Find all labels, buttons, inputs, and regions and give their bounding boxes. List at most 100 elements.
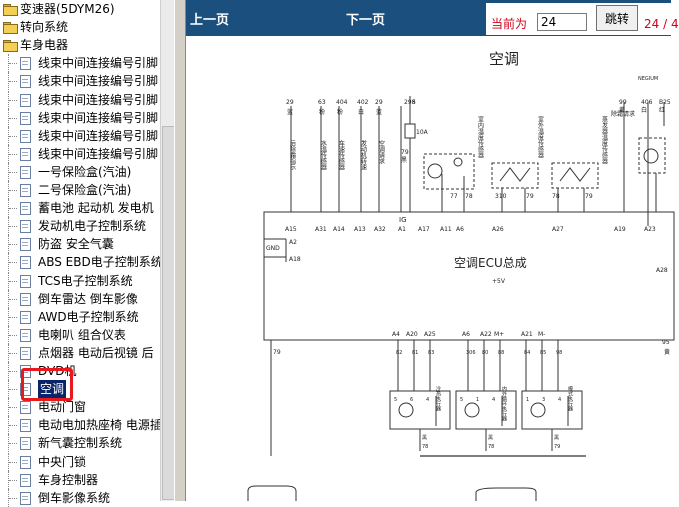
- actuator-pin: 5: [394, 397, 397, 403]
- document-icon: [20, 455, 31, 469]
- document-icon: [20, 346, 31, 360]
- tree-guide-line: [8, 72, 9, 91]
- tree-item[interactable]: 线束中间连接编号引脚: [0, 90, 170, 109]
- tree-item[interactable]: 线束中间连接编号引脚: [0, 126, 170, 145]
- wire-number: 98: [556, 350, 562, 356]
- tree-item[interactable]: 空调: [0, 380, 170, 399]
- pane-splitter[interactable]: [174, 0, 186, 501]
- wire-color: 黑: [488, 435, 493, 441]
- tree-guide-line: [9, 208, 17, 210]
- tree-guide-line: [8, 362, 9, 381]
- tree-guide-line: [8, 325, 9, 344]
- tree-guide-line: [8, 398, 9, 417]
- tree-item-label: 倒车雷达 倒车影像: [38, 291, 138, 306]
- wire-number: 404: [336, 99, 348, 106]
- ecu-pin: A6: [462, 331, 470, 338]
- tree-item-label: 车身电器: [20, 38, 69, 53]
- document-icon: [20, 147, 31, 161]
- tree-item[interactable]: 点烟器 电动后视镜 后: [0, 343, 170, 362]
- tree-folder[interactable]: 变速器(5DYM26): [0, 0, 170, 18]
- wire-number: 85: [540, 350, 546, 356]
- folder-icon: [3, 22, 18, 35]
- tree-item[interactable]: 线束中间连接编号引脚: [0, 72, 170, 91]
- tree-item[interactable]: 电动门窗: [0, 398, 170, 417]
- page-jump-box: 当前为 跳转 24 / 4: [486, 3, 679, 35]
- wire-number: 95: [662, 339, 670, 346]
- wire-color: 白: [641, 106, 647, 114]
- wire-number: 80: [482, 350, 488, 356]
- tree-item[interactable]: 倒车影像系统: [0, 488, 170, 507]
- right-top-label: NEGIUM: [638, 76, 658, 82]
- wire-number: 99: [619, 99, 627, 106]
- tree-item[interactable]: 防盗 安全气囊: [0, 235, 170, 254]
- tree-folder[interactable]: 车身电器: [0, 36, 170, 54]
- tree-item-label: 线束中间连接编号引脚: [38, 92, 159, 107]
- tree-guide-line: [9, 298, 17, 300]
- tree-item-label: 点烟器 电动后视镜 后: [38, 345, 154, 360]
- tree-item[interactable]: 线束中间连接编号引脚: [0, 108, 170, 127]
- tree-scrollbar[interactable]: [160, 0, 175, 501]
- tree-item[interactable]: 一号保险盒(汽油): [0, 162, 170, 181]
- tree-guide-line: [9, 81, 17, 83]
- prev-page-link[interactable]: 上一页: [190, 13, 230, 28]
- tree-item[interactable]: 发动机电子控制系统: [0, 217, 170, 236]
- tree-guide-line: [9, 407, 17, 409]
- ig-label: IG: [399, 216, 407, 224]
- wire-function: 后除霜指示: [289, 139, 296, 170]
- tree-item[interactable]: 中央门锁: [0, 452, 170, 471]
- document-icon: [20, 310, 31, 324]
- tree-item-label: 车身控制器: [38, 472, 99, 487]
- next-page-link[interactable]: 下一页: [346, 13, 386, 28]
- wire-function: 发动机转速: [360, 139, 367, 171]
- tree-item-label: 线束中间连接编号引脚: [38, 146, 159, 161]
- tree-item[interactable]: 电动电加热座椅 电源插: [0, 416, 170, 435]
- tree-guide-line: [9, 63, 17, 65]
- folder-icon: [3, 4, 18, 16]
- tree-item[interactable]: TCS电子控制系统: [0, 271, 170, 290]
- document-pane: 上一页 下一页 当前为 跳转 24 / 4: [186, 0, 679, 501]
- document-icon: [20, 292, 31, 306]
- document-icon: [20, 274, 31, 288]
- tree-item[interactable]: 倒车雷达 倒车影像: [0, 289, 170, 308]
- tree-item[interactable]: ABS EBD电子控制系统: [0, 253, 170, 272]
- tree-item-label: TCS电子控制系统: [38, 273, 133, 288]
- ecu-pin: A19: [614, 226, 626, 233]
- tree-item-label: DVD机: [38, 364, 77, 378]
- actuator-label: 冷热执行器: [435, 385, 441, 412]
- tree-item[interactable]: 蓄电池 起动机 发电机: [0, 199, 170, 218]
- jump-button[interactable]: 跳转: [596, 5, 638, 31]
- tree-item[interactable]: DVD机: [0, 362, 170, 381]
- page-number-input[interactable]: [537, 13, 587, 31]
- tree-item[interactable]: 二号保险盒(汽油): [0, 181, 170, 200]
- ecu-pin: A6: [456, 226, 464, 233]
- tree-folder[interactable]: 转向系统: [0, 18, 170, 36]
- tree-item[interactable]: 新气囊控制系统: [0, 434, 170, 453]
- ecu-pin: A25: [424, 331, 436, 338]
- tree-item[interactable]: 线束中间连接编号引脚: [0, 144, 170, 163]
- tree-guide-line: [9, 371, 17, 372]
- wire-number: 84: [524, 350, 530, 356]
- tree-guide-line: [9, 389, 17, 391]
- right-function-label: 除霜请求: [611, 110, 635, 118]
- document-icon: [20, 491, 31, 505]
- wire-color: 蓝: [287, 108, 293, 116]
- tree-item-label: 空调: [38, 380, 67, 399]
- tree-item[interactable]: 车身控制器: [0, 470, 170, 489]
- tree-guide-line: [8, 488, 9, 507]
- tree-guide-line: [8, 181, 9, 200]
- tree-guide-line: [9, 425, 17, 427]
- tree-guide-line: [8, 380, 9, 399]
- tree-item[interactable]: 电喇叭 组合仪表: [0, 325, 170, 344]
- actuator-pin: 1: [526, 397, 529, 403]
- tree-guide-line: [8, 162, 9, 181]
- tree-item-label: 二号保险盒(汽油): [38, 183, 132, 197]
- tree-guide-line: [8, 54, 9, 73]
- tree-guide-line: [9, 244, 17, 246]
- document-icon: [20, 256, 31, 270]
- tree-item-label: 线束中间连接编号引脚: [38, 128, 159, 143]
- tree-item-label: 变速器(5DYM26): [20, 2, 115, 16]
- tree-guide-line: [8, 126, 9, 145]
- tree-guide-line: [9, 334, 17, 336]
- tree-item[interactable]: AWD电子控制系统: [0, 307, 170, 326]
- tree-item[interactable]: 线束中间连接编号引脚: [0, 54, 170, 73]
